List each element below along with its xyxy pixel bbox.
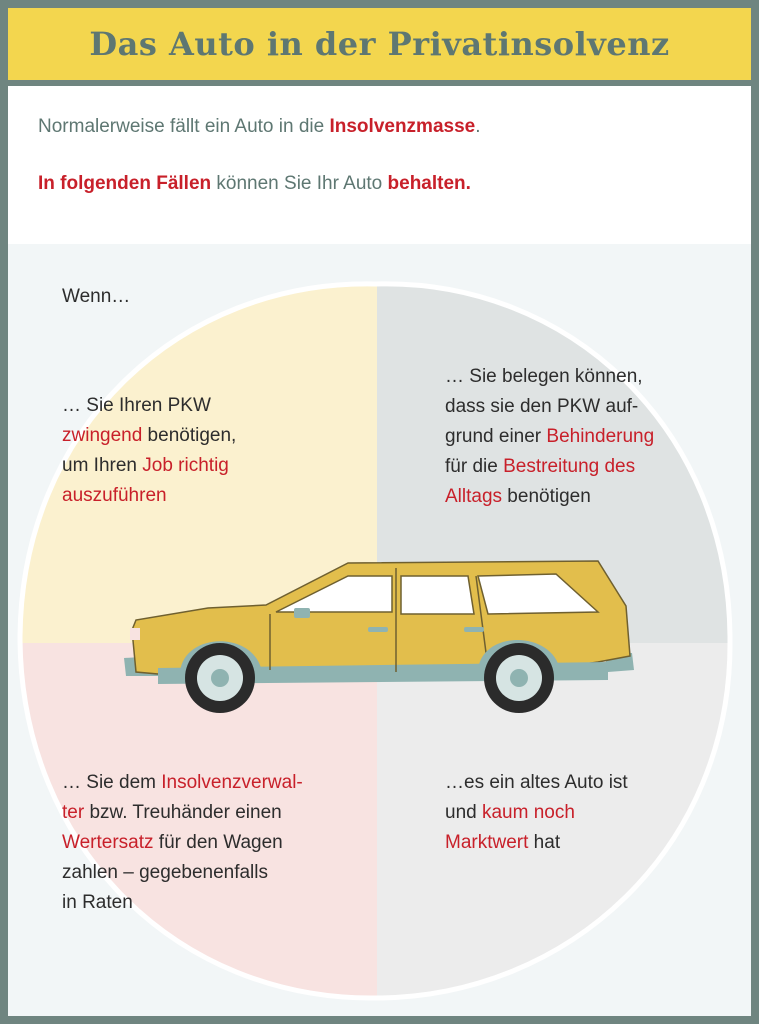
q2-highlight-behinderung: Behinderung: [546, 426, 655, 447]
page-title: Das Auto in der Privatinsolvenz: [89, 25, 670, 63]
q2-line-4: für die: [445, 456, 504, 477]
q2-line-1: … Sie belegen können,: [445, 366, 643, 387]
q2-highlight-bestreitung: Bestreitung des: [503, 456, 636, 477]
q2-highlight-alltags: Alltags: [445, 486, 503, 507]
q3-highlight-wertersatz: Wertersatz: [62, 832, 154, 853]
circle-outline: [17, 281, 733, 1001]
intro-line-1-text: Normalerweise fällt ein Auto in die: [38, 116, 330, 137]
q4-highlight-kaum-noch: kaum noch: [481, 802, 575, 823]
infographic-frame: Das Auto in der Privatinsolvenz Normaler…: [8, 8, 751, 1016]
q2-line-3: grund einer: [445, 426, 547, 447]
q1-highlight-job: Job richtig: [142, 455, 229, 476]
q3-line-1: … Sie dem: [62, 772, 162, 793]
q4-line-3: hat: [528, 832, 561, 853]
q3-line-4: zahlen – gegebenenfalls: [62, 862, 269, 883]
q3-highlight-insolvenzverwalter: Insolvenzverwal-: [161, 772, 303, 793]
q4-line-1: …es ein altes Auto ist: [445, 772, 628, 793]
q3-highlight-ter: ter: [62, 802, 85, 823]
q1-line-3: um Ihren: [62, 455, 143, 476]
q4-line-2: und: [445, 802, 482, 823]
q2-line-2: dass sie den PKW auf-: [445, 396, 639, 417]
q3-line-2: bzw. Treuhänder einen: [84, 802, 282, 823]
station-wagon-car-icon: [124, 560, 634, 713]
q4-highlight-marktwert: Marktwert: [445, 832, 529, 853]
q3-line-3: für den Wagen: [153, 832, 283, 853]
title-bar: Das Auto in der Privatinsolvenz: [8, 8, 751, 86]
q2-line-5: benötigen: [502, 486, 591, 507]
q1-highlight-ausfuehren: auszuführen: [62, 485, 167, 506]
intro-line-1-end: .: [475, 116, 481, 137]
intro-line-1: Normalerweise fällt ein Auto in die Inso…: [38, 116, 481, 138]
condition-low-value: …es ein altes Auto ist und kaum noch Mar…: [445, 768, 628, 858]
quadrant-circle: [17, 281, 733, 1001]
condition-job: … Sie Ihren PKW zwingend benötigen, um I…: [62, 391, 236, 511]
intro-line-2: In folgenden Fällen können Sie Ihr Auto …: [38, 173, 471, 195]
intro-panel: Normalerweise fällt ein Auto in die Inso…: [8, 86, 751, 244]
q1-highlight-zwingend: zwingend: [62, 425, 143, 446]
q3-line-5: in Raten: [62, 892, 133, 913]
lead-text: Wenn…: [62, 286, 131, 307]
intro-line-2-part1: In folgenden Fällen: [38, 173, 212, 194]
condition-disability: … Sie belegen können, dass sie den PKW a…: [445, 362, 654, 512]
q1-line-2: benötigen,: [142, 425, 237, 446]
q1-line-1: … Sie Ihren PKW: [62, 395, 211, 416]
condition-compensation: … Sie dem Insolvenzverwal- ter bzw. Treu…: [62, 768, 303, 918]
intro-line-2-part3: behalten.: [387, 173, 471, 194]
intro-line-2-part2: können Sie Ihr Auto: [211, 173, 388, 194]
intro-highlight-insolvenzmasse: Insolvenzmasse: [329, 116, 476, 137]
